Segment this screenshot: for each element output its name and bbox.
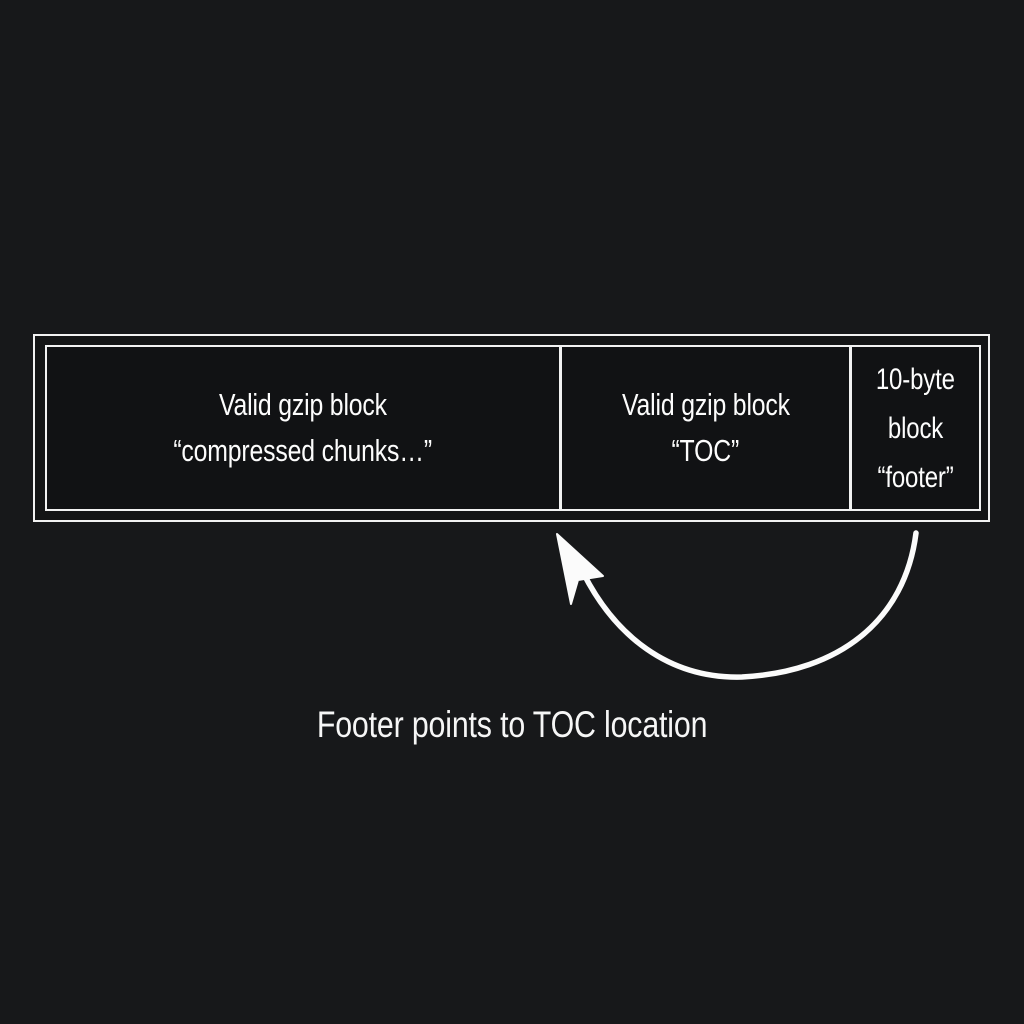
block-compressed-chunks: Valid gzip block “compressed chunks…” [47, 347, 559, 509]
block-footer-line-2: block [887, 411, 944, 445]
block-compressed-chunks-line-1: Valid gzip block [219, 387, 387, 422]
block-toc: Valid gzip block “TOC” [559, 347, 849, 509]
block-compressed-chunks-line-2: “compressed chunks…” [173, 433, 433, 468]
block-footer-line-1: 10-byte [876, 362, 955, 396]
arrow-head-icon [556, 533, 604, 605]
block-footer: 10-byte block “footer” [849, 347, 979, 509]
block-toc-line-2: “TOC” [671, 433, 740, 468]
block-footer-line-3: “footer” [877, 460, 954, 494]
gzip-block-row: Valid gzip block “compressed chunks…” Va… [45, 345, 981, 511]
arrow-curve-path [575, 530, 919, 680]
block-toc-line-1: Valid gzip block [621, 387, 790, 422]
arrow-caption: Footer points to TOC location [0, 703, 1024, 747]
arrow-caption-text: Footer points to TOC location [316, 704, 708, 745]
